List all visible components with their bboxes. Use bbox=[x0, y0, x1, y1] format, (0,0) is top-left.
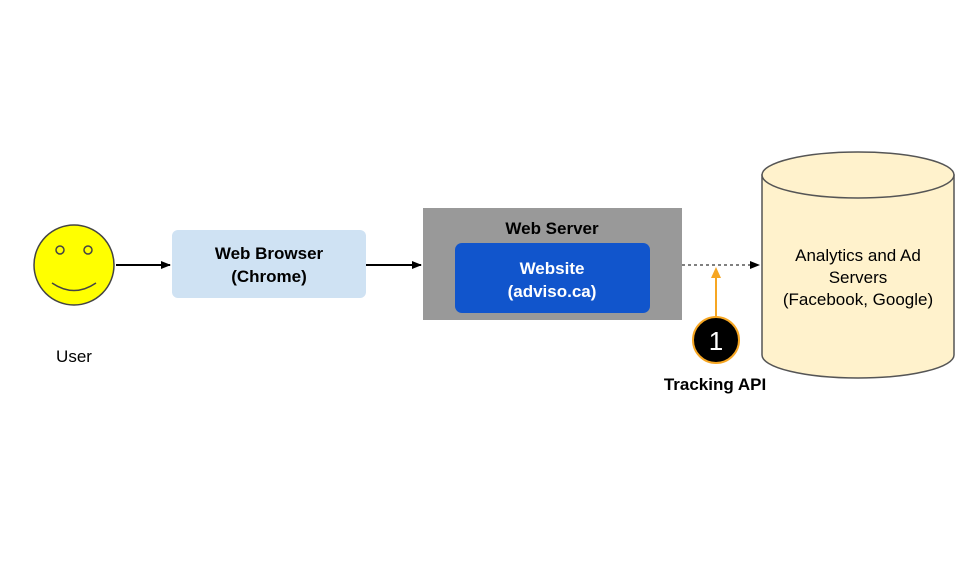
browser-label-line2: (Chrome) bbox=[231, 267, 307, 286]
web-server-node: Web Server Website (adviso.ca) bbox=[423, 208, 682, 320]
website-label-line1: Website bbox=[520, 259, 585, 278]
tracking-api-label: Tracking API bbox=[664, 375, 766, 394]
analytics-servers-database-icon: Analytics and Ad Servers (Facebook, Goog… bbox=[761, 151, 955, 379]
web-browser-node: Web Browser (Chrome) bbox=[172, 230, 366, 298]
website-label-line2: (adviso.ca) bbox=[508, 282, 597, 301]
analytics-label-line3: (Facebook, Google) bbox=[783, 290, 933, 309]
tracking-number-badge: 1 bbox=[692, 316, 740, 364]
analytics-label-line2: Servers bbox=[829, 268, 888, 287]
tracking-arrowhead bbox=[711, 267, 721, 278]
analytics-label-line1: Analytics and Ad bbox=[795, 246, 921, 265]
user-label: User bbox=[56, 347, 92, 366]
website-node: Website (adviso.ca) bbox=[455, 243, 650, 313]
user-smiley-icon bbox=[33, 224, 115, 306]
browser-label-line1: Web Browser bbox=[215, 244, 324, 263]
server-title: Web Server bbox=[505, 219, 599, 238]
tracking-number: 1 bbox=[709, 326, 723, 356]
